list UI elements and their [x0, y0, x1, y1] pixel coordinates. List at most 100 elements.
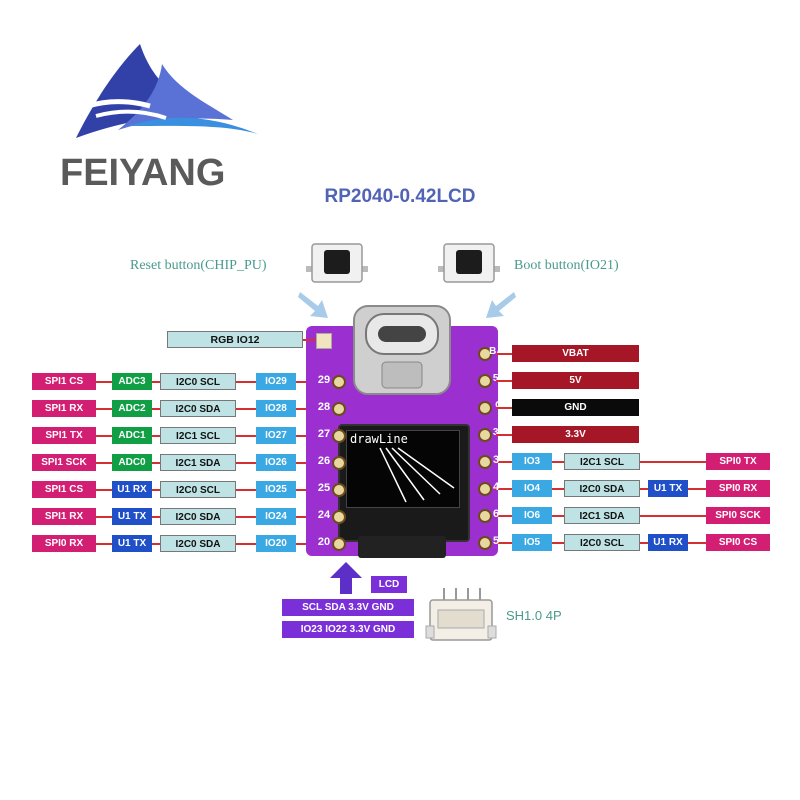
pin-number: 29 [317, 374, 331, 386]
spi-tag: SPI1 SCK [32, 454, 96, 471]
power-tag: 5V [512, 372, 639, 389]
power-tag: GND [512, 399, 639, 416]
pin-pad [478, 428, 492, 442]
oled-draw-lines [379, 447, 455, 503]
pin-pad [478, 401, 492, 415]
pin-number: G [495, 400, 503, 411]
pin-number: 5 [492, 535, 500, 547]
pin-number: 5V [492, 373, 506, 384]
i2c-tag: I2C0 SCL [160, 373, 236, 390]
boot-switch-icon [438, 243, 500, 283]
i2c-tag: I2C1 SCL [564, 453, 640, 470]
pin-pad [332, 456, 346, 470]
pin-line [496, 407, 512, 409]
io-tag: IO26 [256, 454, 296, 471]
rgb-connector-line [303, 339, 316, 341]
spi-tag: SPI1 CS [32, 373, 96, 390]
sh-connector-icon [425, 588, 497, 641]
i2c-tag: I2C0 SDA [160, 400, 236, 417]
pin-pad [478, 347, 492, 361]
spi-tag: SPI0 RX [706, 480, 770, 497]
io-tag: IO5 [512, 534, 552, 551]
pin-pad [478, 482, 492, 496]
sh-connector-label: SH1.0 4P [506, 608, 562, 623]
spi-tag: SPI0 RX [32, 535, 96, 552]
lcd-pins-line1: SCL SDA 3.3V GND [282, 599, 414, 616]
uart-tag: U1 RX [648, 534, 688, 551]
func-tag: U1 TX [112, 535, 152, 552]
pin-pad [478, 374, 492, 388]
spi-tag: SPI1 TX [32, 427, 96, 444]
spi-tag: SPI0 TX [706, 453, 770, 470]
io-tag: IO27 [256, 427, 296, 444]
i2c-tag: I2C0 SDA [160, 535, 236, 552]
pin-pad [478, 536, 492, 550]
spi-tag: SPI0 SCK [706, 507, 770, 524]
i2c-tag: I2C0 SDA [564, 480, 640, 497]
boot-button-label: Boot button(IO21) [514, 258, 619, 273]
pin-pad [332, 537, 346, 551]
pin-number: 26 [317, 455, 331, 467]
brand-logo-icon [76, 44, 258, 138]
pin-pad [478, 509, 492, 523]
func-tag: ADC3 [112, 373, 152, 390]
func-tag: ADC1 [112, 427, 152, 444]
io-tag: IO29 [256, 373, 296, 390]
rgb-io-tag: RGB IO12 [167, 331, 303, 348]
pin-pad [332, 375, 346, 389]
usb-c-connector-icon [353, 305, 451, 395]
i2c-tag: I2C1 SDA [160, 454, 236, 471]
pin-pad [332, 402, 346, 416]
i2c-tag: I2C1 SDA [564, 507, 640, 524]
pin-number: 24 [317, 509, 331, 521]
io-tag: IO28 [256, 400, 296, 417]
pin-line [496, 353, 512, 355]
lcd-tag: LCD [371, 576, 407, 593]
pin-line [496, 380, 512, 382]
io-tag: IO24 [256, 508, 296, 525]
spi-tag: SPI1 CS [32, 481, 96, 498]
io-tag: IO6 [512, 507, 552, 524]
pin-pad [332, 510, 346, 524]
io-tag: IO4 [512, 480, 552, 497]
pin-number: 28 [317, 401, 331, 413]
io-tag: IO3 [512, 453, 552, 470]
func-tag: U1 RX [112, 481, 152, 498]
pin-number: BAT [489, 346, 509, 357]
i2c-tag: I2C0 SDA [160, 508, 236, 525]
reset-switch-icon [306, 243, 368, 283]
io-tag: IO20 [256, 535, 296, 552]
spi-tag: SPI0 CS [706, 534, 770, 551]
spi-tag: SPI1 RX [32, 508, 96, 525]
power-tag: VBAT [512, 345, 639, 362]
boot-arrow-icon [486, 292, 516, 318]
pin-number: 3 [492, 454, 500, 466]
i2c-tag: I2C0 SCL [564, 534, 640, 551]
spi-tag: SPI1 RX [32, 400, 96, 417]
io-tag: IO25 [256, 481, 296, 498]
uart-tag: U1 TX [648, 480, 688, 497]
pin-pad [332, 483, 346, 497]
func-tag: ADC0 [112, 454, 152, 471]
reset-arrow-icon [298, 292, 328, 318]
lcd-pins-line2: IO23 IO22 3.3V GND [282, 621, 414, 638]
pin-number: 4 [492, 481, 500, 493]
pin-number: 20 [317, 536, 331, 548]
power-tag: 3.3V [512, 426, 639, 443]
pin-line [496, 434, 512, 436]
reset-button-label: Reset button(CHIP_PU) [130, 258, 267, 273]
i2c-tag: I2C0 SCL [160, 481, 236, 498]
pin-pad [332, 429, 346, 443]
lcd-arrow-icon [330, 562, 362, 594]
oled-screen-text: drawLine [350, 432, 408, 446]
pin-number: 3V [492, 427, 506, 438]
pin-number: 6 [492, 508, 500, 520]
screen-ribbon [358, 536, 446, 558]
page-title: RP2040-0.42LCD [324, 186, 476, 207]
pin-pad [478, 455, 492, 469]
rgb-led [316, 333, 332, 349]
i2c-tag: I2C1 SCL [160, 427, 236, 444]
pin-number: 27 [317, 428, 331, 440]
func-tag: U1 TX [112, 508, 152, 525]
brand-name: FEIYANG [60, 152, 226, 194]
